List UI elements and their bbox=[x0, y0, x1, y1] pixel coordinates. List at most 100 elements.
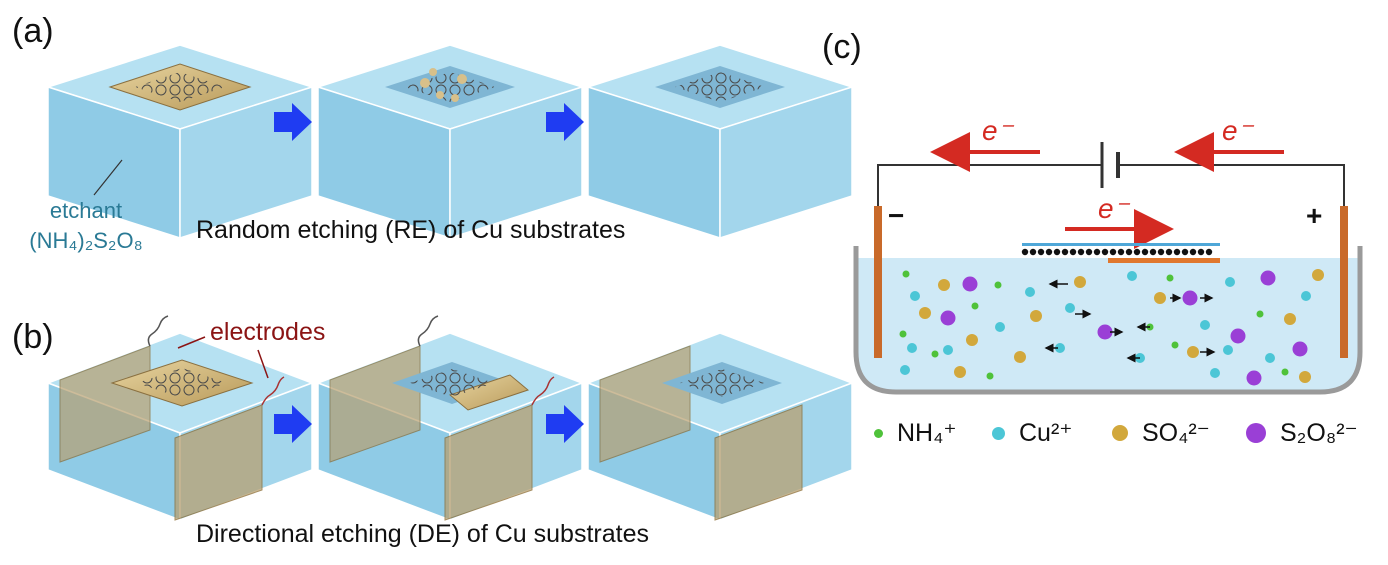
so4-ion bbox=[1154, 292, 1166, 304]
cu-ion bbox=[1025, 287, 1035, 297]
electrode-negative bbox=[874, 206, 882, 358]
process-arrow-b1 bbox=[274, 405, 312, 443]
so4-ion bbox=[966, 334, 978, 346]
bath-vessel bbox=[853, 246, 1363, 395]
film-atom bbox=[1157, 248, 1165, 256]
nh4-ion bbox=[931, 350, 939, 358]
ion-drift-arrows bbox=[1044, 279, 1216, 363]
s2o8-ion bbox=[940, 310, 956, 326]
so4-ion bbox=[1284, 313, 1296, 325]
nh4-ion bbox=[971, 302, 979, 310]
panel-a-box-2 bbox=[315, 44, 585, 240]
cu-ion bbox=[943, 345, 953, 355]
etchant-pointer bbox=[93, 159, 123, 196]
electron-label-film: e⁻ bbox=[1098, 193, 1129, 224]
electrode-positive bbox=[1340, 206, 1348, 358]
legend-label-s2o8: S₂O₈²⁻ bbox=[1280, 419, 1358, 447]
film-atom bbox=[1149, 248, 1157, 256]
cu-ion bbox=[1265, 353, 1275, 363]
nh4-ion bbox=[986, 372, 994, 380]
film-atom bbox=[1053, 248, 1061, 256]
panel-b-box-3 bbox=[585, 332, 855, 522]
panel-a-box-3 bbox=[585, 44, 855, 240]
nh4-ion bbox=[1166, 274, 1174, 282]
electrodes-pointer-1 bbox=[177, 336, 206, 349]
film-atom bbox=[1021, 248, 1029, 256]
film-atom bbox=[1125, 248, 1133, 256]
film-atoms bbox=[1021, 248, 1213, 256]
film-atom bbox=[1045, 248, 1053, 256]
film-atom bbox=[1117, 248, 1125, 256]
panel-label-b: (b) bbox=[12, 318, 54, 356]
nh4-ion bbox=[899, 330, 907, 338]
electrodes-pointer-2 bbox=[257, 349, 269, 379]
film-atom bbox=[1181, 248, 1189, 256]
ion-particles bbox=[899, 269, 1324, 386]
electrodes-label: electrodes bbox=[210, 318, 326, 346]
film-atom bbox=[1077, 248, 1085, 256]
film-atom bbox=[1037, 248, 1045, 256]
cu-ion bbox=[900, 365, 910, 375]
s2o8-ion bbox=[1246, 370, 1262, 386]
legend-label-so4: SO₄²⁻ bbox=[1142, 419, 1210, 447]
nh4-ion bbox=[994, 281, 1002, 289]
film-atom bbox=[1101, 248, 1109, 256]
s2o8-ion bbox=[962, 276, 978, 292]
film-atom bbox=[1109, 248, 1117, 256]
film-atom bbox=[1141, 248, 1149, 256]
film-atom bbox=[1093, 248, 1101, 256]
so4-ion bbox=[1312, 269, 1324, 281]
so4-ion bbox=[1030, 310, 1042, 322]
film-atom bbox=[1085, 248, 1093, 256]
electron-label-right: e⁻ bbox=[1222, 115, 1253, 146]
caption-directional-etching: Directional etching (DE) of Cu substrate… bbox=[196, 520, 649, 548]
cu-ion bbox=[1223, 345, 1233, 355]
legend-label-cu: Cu²⁺ bbox=[1019, 419, 1073, 447]
legend-dot-cu bbox=[992, 426, 1005, 440]
film-atom bbox=[1205, 248, 1213, 256]
nh4-ion bbox=[1171, 341, 1179, 349]
panel-label-a: (a) bbox=[12, 12, 54, 50]
legend-so4: SO₄²⁻ bbox=[1112, 418, 1210, 448]
so4-ion bbox=[938, 279, 950, 291]
floating-film bbox=[1022, 243, 1220, 263]
legend-dot-nh4 bbox=[874, 428, 883, 438]
s2o8-ion bbox=[1182, 290, 1198, 306]
so4-ion bbox=[919, 307, 931, 319]
etchant-word: etchant bbox=[49, 198, 123, 223]
cu-ion bbox=[1200, 320, 1210, 330]
so4-ion bbox=[954, 366, 966, 378]
panel-b-box-1 bbox=[45, 315, 315, 522]
film-atom bbox=[1029, 248, 1037, 256]
negative-terminal-sign: − bbox=[888, 200, 905, 231]
so4-ion bbox=[1014, 351, 1026, 363]
cu-ion bbox=[907, 343, 917, 353]
nh4-ion bbox=[1281, 368, 1289, 376]
legend-dot-so4 bbox=[1112, 425, 1128, 441]
film-atom bbox=[1189, 248, 1197, 256]
cu-ion bbox=[1065, 303, 1075, 313]
process-arrow-a1 bbox=[274, 103, 312, 141]
cu-ion bbox=[1210, 368, 1220, 378]
film-atom bbox=[1173, 248, 1181, 256]
cu-ion bbox=[995, 322, 1005, 332]
film-atom bbox=[1069, 248, 1077, 256]
etchant-formula: (NH₄)₂S₂O₈ bbox=[29, 228, 143, 253]
legend-cu: Cu²⁺ bbox=[992, 418, 1072, 448]
cu-ion bbox=[1127, 271, 1137, 281]
s2o8-ion bbox=[1230, 328, 1246, 344]
nh4-ion bbox=[902, 270, 910, 278]
positive-terminal-sign: + bbox=[1306, 200, 1323, 231]
cu-ion bbox=[1301, 291, 1311, 301]
legend-label-nh4: NH₄⁺ bbox=[897, 419, 957, 447]
s2o8-ion bbox=[1260, 270, 1276, 286]
cu-ion bbox=[1055, 343, 1065, 353]
film-atom bbox=[1061, 248, 1069, 256]
film-atom bbox=[1197, 248, 1205, 256]
so4-ion bbox=[1187, 346, 1199, 358]
etchant-label: etchant (NH₄)₂S₂O₈ bbox=[22, 196, 150, 256]
panel-b-box-2 bbox=[315, 315, 585, 522]
so4-ion bbox=[1299, 371, 1311, 383]
